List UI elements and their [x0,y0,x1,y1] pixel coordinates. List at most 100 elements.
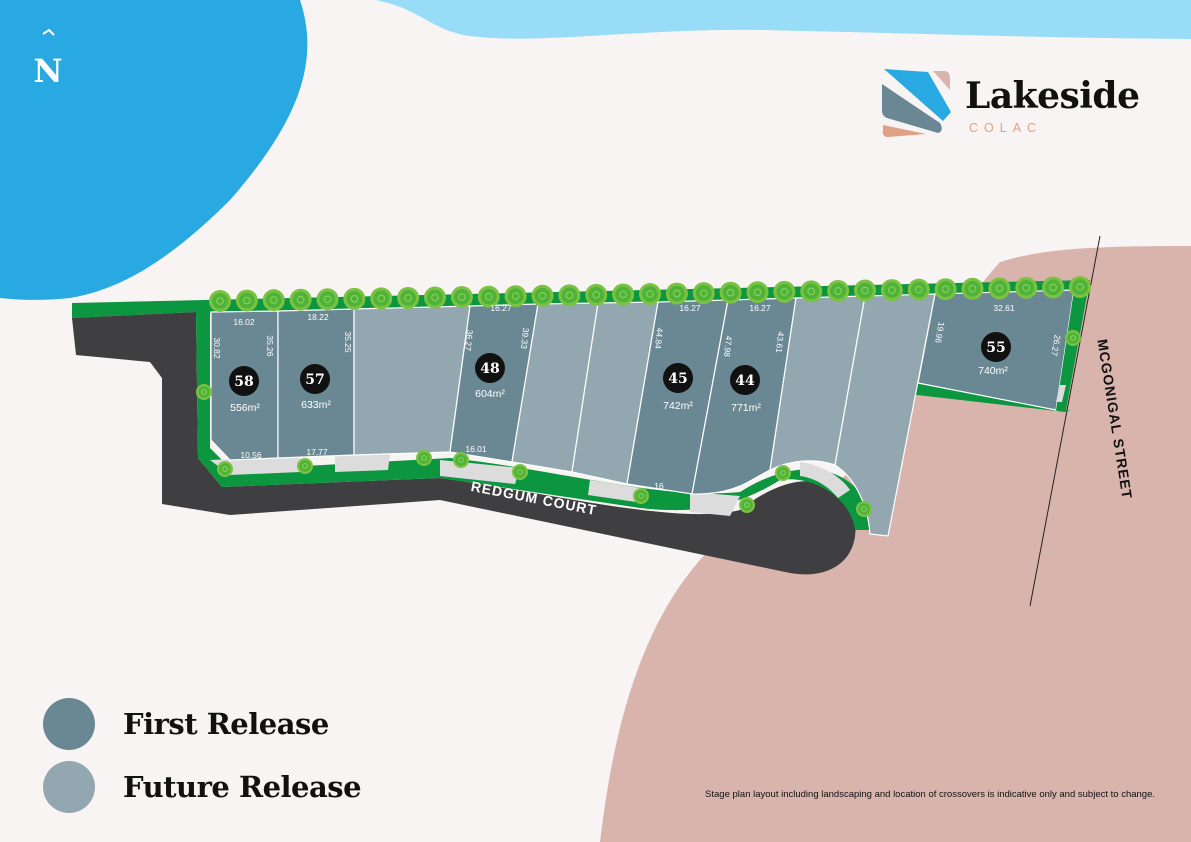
lot-45-dim-bottom: 16 [654,481,664,491]
compass-label: N [33,52,62,90]
road-redgum-court [72,312,856,575]
lot-44-badge [730,365,760,395]
lot-57-dim-right: 35.25 [343,331,353,353]
verge-left [196,312,870,530]
legend-swatch-future-release [43,761,95,813]
verge-east [1056,290,1088,410]
logo-mark-icon [882,69,951,137]
lot-57-area: 633m² [301,399,331,411]
tree-icon [585,283,608,306]
mcgonigal-street-line [1029,235,1101,607]
lot-58-badge [229,366,259,396]
tree-icon [450,286,473,309]
tree-icon [1069,276,1091,298]
lot-45-dim-top: 16.27 [679,303,701,313]
tree-icon [297,458,313,474]
lot-57-badge [300,364,330,394]
tree-icon [856,501,872,517]
lot-44-dim-right: 43.61 [774,331,786,353]
lot-48-dim-right: 39.33 [519,327,531,349]
lot-58-number: 58 [234,374,253,390]
lot-48-area: 604m² [475,388,505,400]
lot-48-dim-left: 36.27 [463,329,475,351]
tree-icon [504,285,527,308]
tree-icon [665,282,688,305]
lot-44-dim-top: 16.27 [749,303,771,313]
tree-row [209,276,1091,312]
tree-icon [988,277,1011,300]
lot-58-dim-right: 35.26 [265,335,275,357]
tree-icon [880,279,903,302]
tree-icon [531,284,554,307]
north-arrow-icon: N [33,28,63,90]
legend-label-future-release: Future Release [123,770,361,804]
tree-icon [370,287,393,310]
tree-icon [235,289,258,312]
tree-icon [424,286,446,309]
tree-icon [209,290,231,312]
lot-55-area: 740m² [978,365,1008,377]
tree-icon [558,284,581,307]
lot-58-area: 556m² [230,402,260,414]
tree-icon [397,286,420,309]
tree-icon [512,464,528,480]
logo-title: Lakeside [965,75,1140,117]
lot-55-number: 55 [986,340,1005,356]
legend-label-first-release: First Release [123,707,329,741]
tree-icon [416,450,432,466]
lot-48-number: 48 [480,361,499,377]
tree-icon [692,282,715,305]
legend-item-future-release: Future Release [43,761,362,813]
tree-icon [316,288,339,311]
lakeside-logo[interactable]: Lakeside COLAC [882,69,1140,137]
logo-subtitle: COLAC [969,121,1042,135]
lot-55-dim-top: 32.61 [993,303,1015,313]
tree-icon [196,384,212,400]
lot-labels: 58 556m² 16.02 30.82 35.26 10.56 57 633m… [212,303,1063,491]
disclaimer-text: Stage plan layout including landscaping … [705,789,1155,800]
lot-57-number: 57 [305,372,324,388]
tree-icon [934,278,957,301]
lot-48-badge [475,353,505,383]
tree-icon [289,288,312,311]
tree-icon [746,281,769,304]
tree-icon [217,461,233,477]
lot-48-dim-bottom: 16.01 [465,444,487,454]
tree-icon [775,465,791,481]
tree-icon [800,280,823,303]
lot-45-area: 742m² [663,400,693,412]
tree-icon [739,497,755,513]
lot-44-area: 771m² [731,402,761,414]
tree-icon [719,281,742,304]
lot-55-dim-left: 19.96 [933,321,947,344]
lot-55-dim-right: 26.27 [1049,334,1063,357]
lot-45-badge [663,363,693,393]
legend-swatch-first-release [43,698,95,750]
lot-55-badge [981,332,1011,362]
tree-icon [1065,330,1081,346]
lot-58-dim-left: 30.82 [212,337,222,359]
lot-58-dim-top: 16.02 [233,317,255,327]
tree-icon [633,488,649,504]
tree-icon [639,283,661,305]
lot-45-dim-left: 44.84 [653,327,665,349]
tree-icon [827,279,850,302]
tree-icon [1042,276,1065,299]
tree-icon [453,452,469,468]
street-trees [196,330,1081,517]
lot-future-5[interactable] [834,293,936,537]
tree-icon [961,277,984,300]
tree-icon [854,279,876,302]
lot-44-dim-left: 47.98 [722,335,734,357]
lake-top-left [0,0,308,300]
lot-48-dim-top: 16.27 [490,303,512,313]
lake-top-right [375,0,1191,39]
tree-icon [612,283,635,306]
lot-57-dim-bottom: 17.77 [306,447,328,457]
lot-58-dim-bottom: 10.56 [240,450,262,460]
tree-icon [262,289,285,312]
tree-icon [477,285,500,308]
legend-item-first-release: First Release [43,698,329,750]
tree-icon [773,280,796,303]
